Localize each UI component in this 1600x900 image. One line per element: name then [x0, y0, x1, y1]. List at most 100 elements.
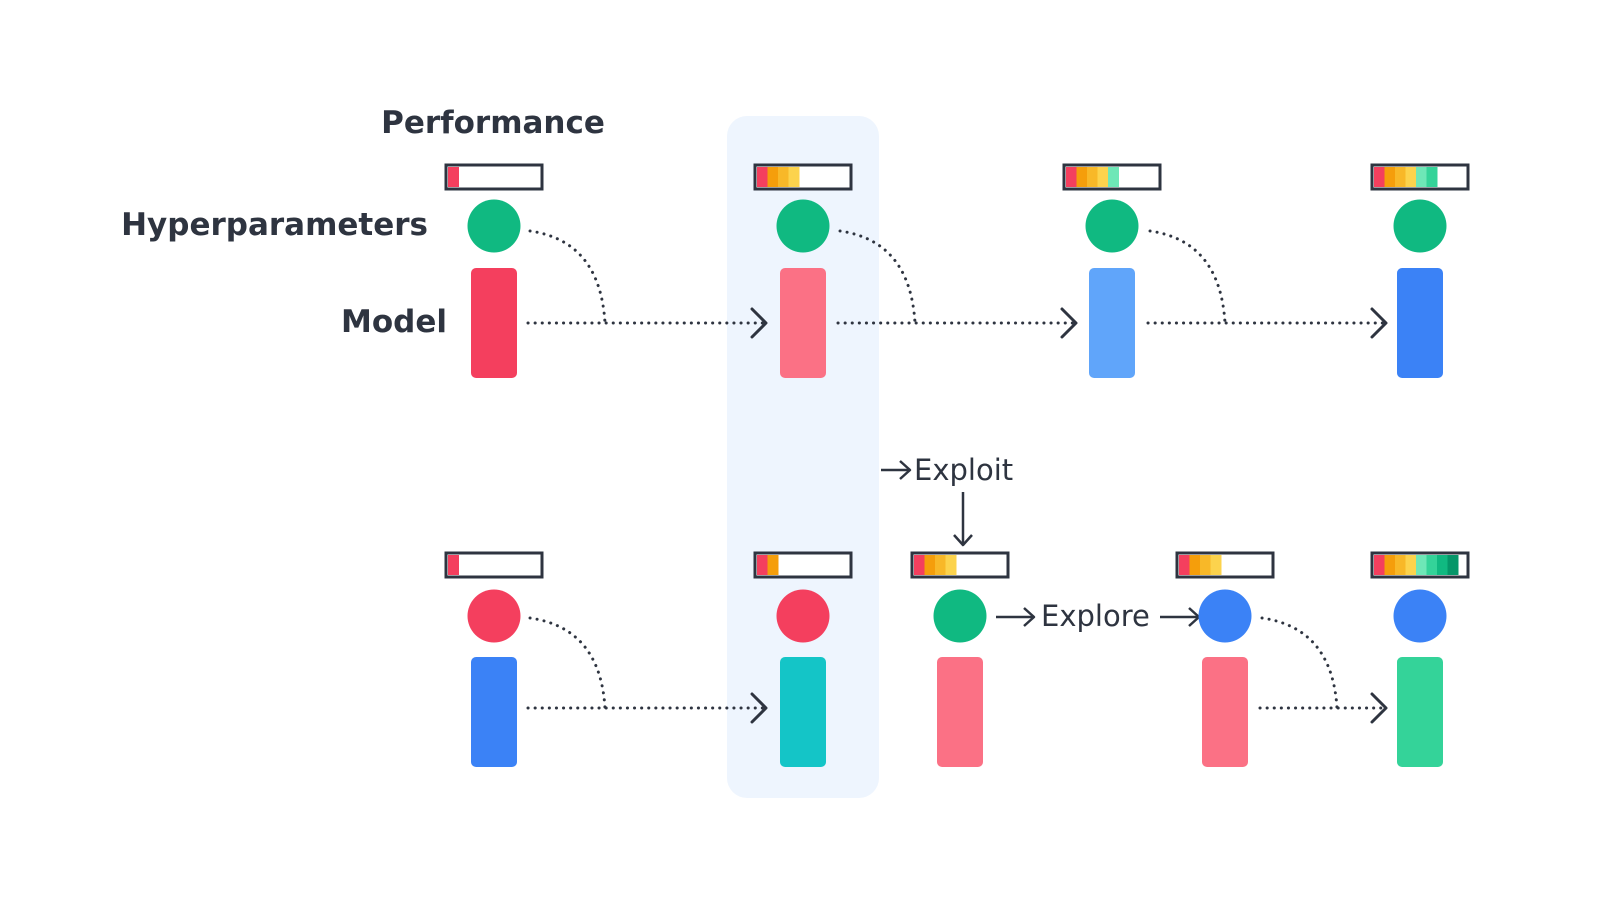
training-step-connector: [1258, 616, 1388, 724]
performance-segment: [1087, 167, 1098, 187]
performance-segment: [1374, 555, 1385, 575]
performance-segment: [1066, 167, 1077, 187]
performance-segment: [1426, 167, 1438, 187]
hyperparameter-node: [1085, 199, 1139, 253]
worker-bottom: [444, 551, 1470, 767]
training-step-connector: [836, 229, 1078, 339]
model-node: [1397, 657, 1443, 767]
performance-bar-bg: [446, 165, 542, 189]
population-member: [1175, 551, 1275, 767]
performance-segment: [924, 555, 936, 575]
performance-bar-outline: [1370, 551, 1470, 579]
performance-segment: [788, 167, 800, 187]
performance-bar-outline: [753, 551, 853, 579]
performance-segment: [1405, 167, 1417, 187]
performance-segment: [1179, 555, 1190, 575]
hyperparameter-node: [776, 589, 830, 643]
hyperparameter-node: [1393, 199, 1447, 253]
hyperparameters-label: Hyperparameters: [121, 207, 428, 243]
explore-annotation: Explore: [996, 599, 1201, 633]
performance-segment: [1076, 167, 1088, 187]
training-arrow-head: [750, 692, 768, 724]
explore-arrow-in-head: [1023, 607, 1036, 627]
performance-segment: [1405, 555, 1417, 575]
hyperparameter-node: [1393, 589, 1447, 643]
performance-segment: [1097, 167, 1109, 187]
hyperparameter-dotted-curve: [838, 229, 917, 325]
model-node: [780, 268, 826, 378]
exploit-annotation: Exploit: [881, 453, 1013, 547]
exploit-arrow-head: [899, 460, 912, 480]
model-node: [780, 657, 826, 767]
performance-segment: [1384, 167, 1396, 187]
performance-segment: [1437, 555, 1448, 575]
model-node: [1202, 657, 1248, 767]
performance-segment: [1374, 167, 1385, 187]
performance-segment: [1447, 555, 1459, 575]
performance-bar-outline: [1175, 551, 1275, 579]
hyperparameter-node: [1198, 589, 1252, 643]
performance-segment: [767, 167, 779, 187]
population-member: [444, 551, 544, 767]
performance-segment: [1384, 555, 1396, 575]
performance-segment: [448, 167, 459, 187]
performance-segment: [1200, 555, 1211, 575]
training-step-connector: [1146, 229, 1388, 339]
training-arrow-head: [1370, 692, 1388, 724]
hyperparameter-node: [776, 199, 830, 253]
worker-top: [444, 163, 1470, 378]
performance-segment: [1210, 555, 1222, 575]
hyperparameter-node: [467, 589, 521, 643]
performance-segment: [945, 555, 957, 575]
performance-bar-outline: [1062, 163, 1162, 191]
population-member: [1062, 163, 1162, 378]
performance-bar-outline: [910, 551, 1010, 579]
population-member: [753, 551, 853, 767]
hyperparameter-dotted-curve: [1148, 229, 1227, 325]
population-member: [444, 163, 544, 378]
performance-bar-outline: [444, 163, 544, 191]
population-member: [1370, 551, 1470, 767]
hyperparameter-node: [467, 199, 521, 253]
population-member: [753, 163, 853, 378]
performance-segment: [1395, 167, 1406, 187]
performance-segment: [1416, 555, 1427, 575]
performance-segment: [935, 555, 946, 575]
performance-segment: [1108, 167, 1119, 187]
training-step-connector: [526, 616, 768, 724]
performance-label: Performance: [381, 105, 605, 141]
performance-segment: [1426, 555, 1438, 575]
model-node: [1089, 268, 1135, 378]
model-node: [471, 268, 517, 378]
population-member: [910, 551, 1010, 767]
performance-segment: [757, 555, 768, 575]
training-arrow-head: [1060, 307, 1078, 339]
hyperparameter-dotted-curve: [1260, 616, 1339, 710]
performance-bar-bg: [446, 553, 542, 577]
performance-segment: [448, 555, 459, 575]
model-node: [471, 657, 517, 767]
performance-segment: [778, 167, 789, 187]
performance-bar-outline: [444, 551, 544, 579]
model-node: [1397, 268, 1443, 378]
performance-segment: [1416, 167, 1427, 187]
performance-bar-outline: [1370, 163, 1470, 191]
performance-segment: [1395, 555, 1406, 575]
performance-segment: [1189, 555, 1201, 575]
training-arrow-head: [1370, 307, 1388, 339]
explore-label: Explore: [1041, 599, 1150, 633]
population-member: [1370, 163, 1470, 378]
performance-segment: [914, 555, 925, 575]
exploit-down-head: [953, 534, 973, 547]
performance-bar-outline: [753, 163, 853, 191]
hyperparameter-dotted-curve: [528, 229, 607, 325]
exploit-label: Exploit: [914, 453, 1013, 487]
highlight-column: [727, 116, 879, 798]
hyperparameter-dotted-curve: [528, 616, 607, 710]
performance-segment: [757, 167, 768, 187]
hyperparameter-node: [933, 589, 987, 643]
model-node: [937, 657, 983, 767]
performance-segment: [767, 555, 779, 575]
population-nodes: [444, 163, 1470, 767]
